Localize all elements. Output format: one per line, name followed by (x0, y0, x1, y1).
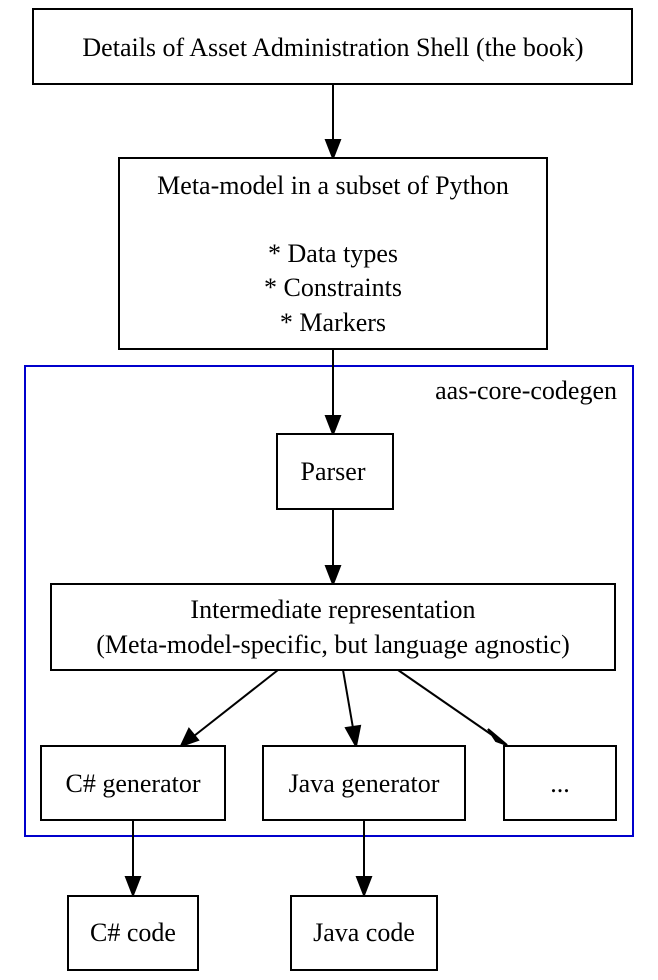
arrowhead (179, 727, 200, 748)
node-csharp-code: C# code (67, 895, 199, 971)
node-box (276, 433, 394, 510)
node-box (262, 745, 466, 821)
edge-ir-to-other-generators (397, 669, 508, 746)
node-box (40, 745, 226, 821)
edge-ir-to-csharp-generator (179, 669, 279, 748)
node-box (50, 583, 616, 671)
node-text: C# code (90, 918, 176, 947)
cluster-label: aas-core-codegen (435, 376, 617, 405)
node-text: ... (550, 769, 570, 798)
arrowhead (124, 876, 142, 898)
node-java-generator: Java generator (262, 745, 466, 821)
edge-metamodel-to-parser (324, 349, 342, 437)
node-text: Java generator (289, 769, 440, 798)
node-text: Java code (313, 918, 415, 947)
cluster-border (24, 365, 634, 837)
edge-csharp-generator-to-csharp-code (124, 820, 142, 898)
cluster-aas-core-codegen: aas-core-codegen (24, 365, 634, 837)
node-book: Details of Asset Administration Shell (t… (32, 8, 633, 85)
node-text: Meta-model in a subset of Python (157, 171, 509, 200)
node-box (118, 157, 548, 350)
node-java-code: Java code (290, 895, 438, 971)
node-text: * Markers (280, 308, 386, 337)
node-intermediate-representation: Intermediate representation (Meta-model-… (50, 583, 616, 671)
edge-parser-to-ir (324, 509, 342, 587)
edge-ir-to-java-generator (342, 669, 362, 749)
node-text: Details of Asset Administration Shell (t… (82, 33, 583, 62)
arrowhead (487, 728, 508, 746)
edge-java-generator-to-java-code (355, 820, 373, 898)
node-text: (Meta-model-specific, but language agnos… (96, 630, 570, 659)
arrowhead (324, 565, 342, 587)
edges (124, 84, 508, 898)
node-text: * Constraints (264, 273, 402, 302)
arrowhead (324, 139, 342, 161)
node-text: * Data types (268, 239, 398, 268)
arrowhead (324, 415, 342, 437)
node-parser: Parser (276, 433, 394, 510)
node-text: C# generator (65, 769, 200, 798)
node-box (32, 8, 633, 85)
node-text: Intermediate representation (190, 595, 475, 624)
node-other-generators: ... (503, 745, 617, 821)
arrowhead (355, 876, 373, 898)
node-box (503, 745, 617, 821)
node-text: Parser (301, 457, 366, 486)
node-box (290, 895, 438, 971)
edge-book-to-metamodel (324, 84, 342, 161)
node-csharp-generator: C# generator (40, 745, 226, 821)
node-metamodel: Meta-model in a subset of Python * Data … (118, 157, 548, 350)
arrowhead (344, 724, 362, 749)
node-box (67, 895, 199, 971)
